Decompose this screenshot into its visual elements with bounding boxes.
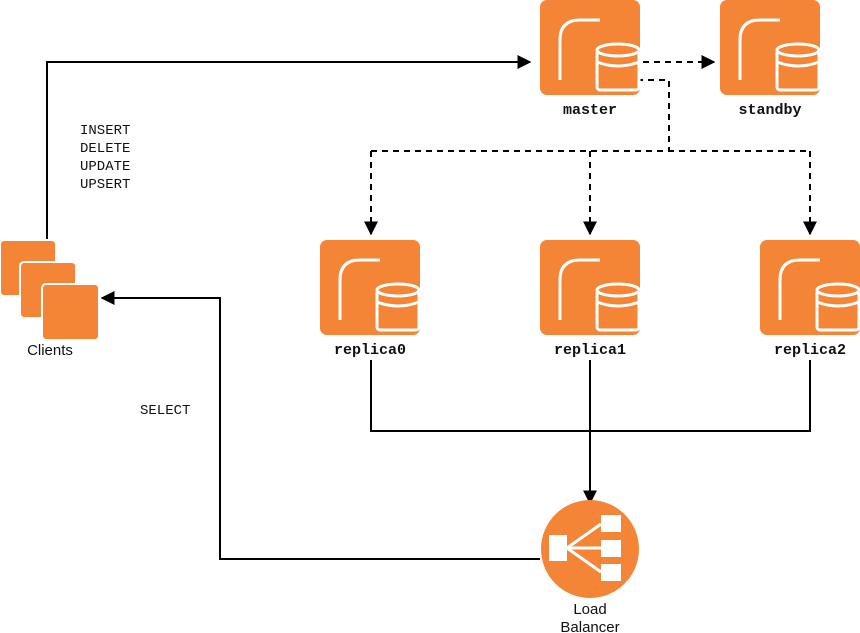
- write-op-insert: INSERT: [80, 123, 130, 139]
- instance-glyph-icon: [778, 258, 820, 320]
- load-balancer-label-line1: Load: [573, 601, 606, 618]
- client-instance-icon: [41, 283, 100, 341]
- edges: [46, 55, 817, 560]
- database-icon: [775, 42, 821, 92]
- standby-node: standby: [720, 0, 821, 119]
- instance-glyph-icon: [558, 258, 600, 320]
- load-balancer-label-line2: Balancer: [560, 619, 619, 633]
- database-icon: [375, 282, 421, 332]
- load-balancer-node: Load Balancer: [541, 500, 639, 633]
- edge-clients-to-master: [46, 55, 532, 240]
- instance-glyph-icon: [338, 258, 380, 320]
- write-op-update: UPDATE: [80, 159, 130, 175]
- database-icon: [595, 282, 641, 332]
- replica2-node: replica2: [760, 240, 860, 359]
- replica1-node: replica1: [540, 240, 641, 359]
- write-ops-label: INSERT DELETE UPDATE UPSERT: [80, 123, 130, 193]
- replica0-node: replica0: [320, 240, 421, 359]
- edge-lb-to-clients: [100, 291, 540, 560]
- clients-node: Clients: [0, 239, 100, 359]
- instance-glyph-icon: [738, 18, 780, 80]
- replica1-label: replica1: [554, 342, 626, 359]
- master-node: master: [540, 0, 641, 119]
- clients-label: Clients: [27, 342, 73, 359]
- standby-label: standby: [738, 102, 801, 119]
- master-label: master: [563, 102, 617, 119]
- database-icon: [815, 282, 860, 332]
- read-op-label: SELECT: [140, 403, 190, 419]
- write-op-delete: DELETE: [80, 141, 130, 157]
- database-icon: [595, 42, 641, 92]
- replica2-label: replica2: [774, 342, 846, 359]
- replica0-label: replica0: [334, 342, 406, 359]
- write-op-upsert: UPSERT: [80, 177, 130, 193]
- load-balancer-icon: [549, 515, 621, 581]
- instance-glyph-icon: [558, 18, 600, 80]
